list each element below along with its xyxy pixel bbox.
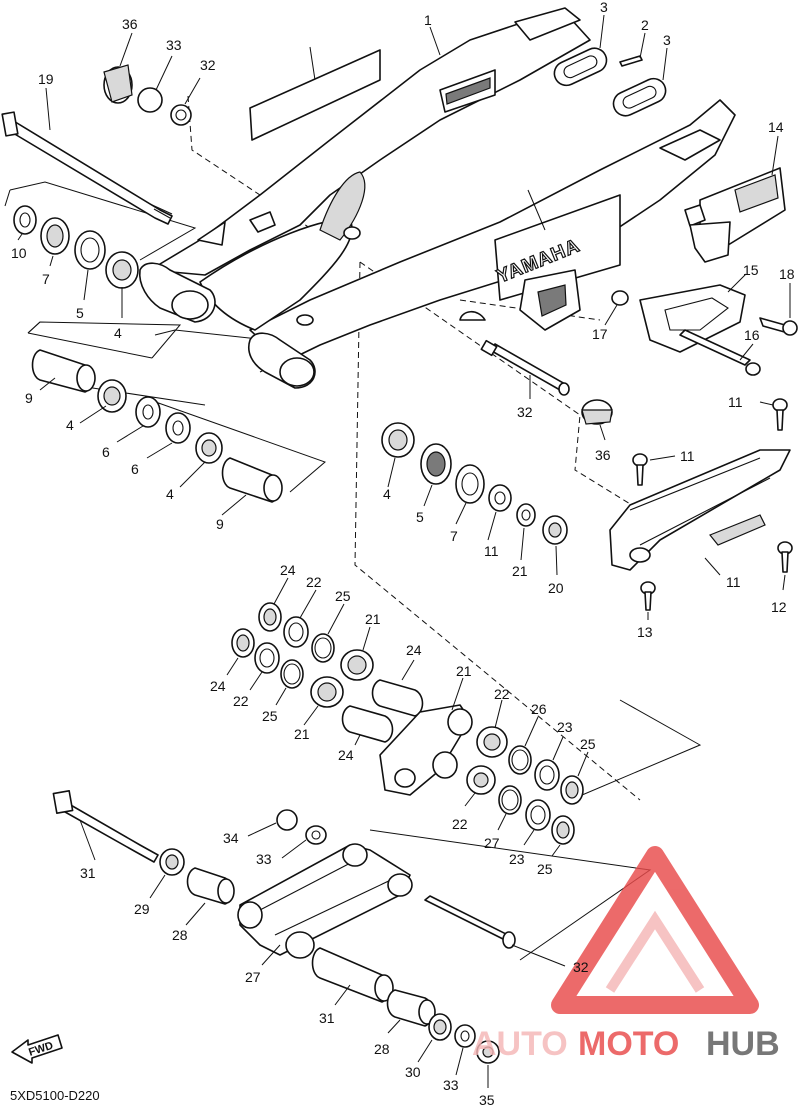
callout-24-right: 25 (580, 736, 596, 752)
bearing-stack-right (381, 422, 568, 545)
watermark-hub: HUB (706, 1025, 780, 1063)
chain-guide (684, 167, 786, 263)
callout-33-top: 33 (166, 37, 182, 53)
bearing-stack-lower-left (31, 349, 283, 503)
callout-4-lower: 4 (166, 486, 174, 502)
callout-18: 20 (548, 580, 564, 596)
watermark-auto: AUTO (472, 1025, 568, 1063)
callout-24-lower: 25 (537, 861, 553, 877)
callout-31-lower: 32 (573, 959, 589, 975)
callout-21-right: 22 (494, 686, 510, 702)
callout-19: 21 (512, 563, 528, 579)
callout-7-left: 7 (42, 271, 50, 287)
callout-28-left: 29 (134, 901, 150, 917)
callout-21-left: 21 (294, 726, 310, 742)
fwd-label: FWD (27, 1040, 55, 1059)
callout-6-upper: 6 (102, 444, 110, 460)
callout-7-right: 7 (450, 528, 458, 544)
relay-arm-group (231, 602, 584, 845)
callout-33-mid: 34 (223, 830, 239, 846)
guide-plate-and-bolts (611, 284, 798, 376)
callout-31-upper: 32 (517, 404, 533, 420)
callout-29: 31 (319, 1010, 335, 1026)
callout-1: 1 (424, 12, 432, 28)
callout-32-bottom: 33 (443, 1077, 459, 1093)
callout-5-left: 5 (76, 305, 84, 321)
chain-slider (609, 398, 793, 611)
callout-25-lower: 27 (484, 835, 500, 851)
callout-5-right: 5 (416, 509, 424, 525)
callout-23-lower: 24 (338, 747, 354, 763)
callout-8-lower: 9 (216, 516, 224, 532)
forward-arrow-icon: FWD (11, 1034, 63, 1064)
callout-15: 17 (592, 326, 608, 342)
callout-35: 36 (122, 16, 138, 32)
callout-3-upper: 3 (600, 0, 608, 15)
diagram-code: 5XD5100-D220 (10, 1088, 100, 1103)
callout-26: 27 (245, 969, 261, 985)
callout-4-mid-left: 4 (66, 417, 74, 433)
callout-25-upper: 25 (335, 588, 351, 604)
callout-16: 18 (779, 266, 795, 282)
automotohub-watermark-logo: AUTO MOTO HUB (472, 846, 780, 1063)
callout-22-left: 22 (233, 693, 249, 709)
watermark-moto: MOTO (578, 1025, 679, 1063)
callout-25-left: 25 (262, 708, 278, 724)
callout-27-left: 28 (172, 927, 188, 943)
callout-4-right: 4 (383, 486, 391, 502)
callout-22-right: 23 (557, 719, 573, 735)
callout-24-left: 24 (210, 678, 226, 694)
callout-11-right: 12 (771, 599, 787, 615)
callout-17: 19 (38, 71, 54, 87)
callout-10: 11 (726, 574, 741, 590)
callout-6-lower: 6 (131, 461, 139, 477)
callout-32-top: 32 (200, 57, 216, 73)
callout-3-right: 3 (663, 32, 671, 48)
callout-11-bottom: 13 (637, 624, 653, 640)
callout-28-lower: 30 (405, 1064, 421, 1080)
callout-34: 36 (595, 447, 611, 463)
callout-12: 14 (768, 119, 784, 135)
callout-33-bottom: 35 (479, 1092, 495, 1107)
callout-9-left: 10 (11, 245, 27, 261)
decal-36 (249, 49, 381, 141)
callout-27-lower: 28 (374, 1041, 390, 1057)
callout-9-right: 11 (484, 543, 499, 559)
swingarm: YAMAHA (138, 7, 736, 389)
callout-21-lower: 22 (452, 816, 468, 832)
callout-4-upper-left: 4 (114, 325, 122, 341)
top-collar-parts (103, 64, 192, 126)
callout-22-lower: 23 (509, 851, 525, 867)
callout-11-top: 11 (728, 394, 743, 410)
callout-8-left: 9 (25, 390, 33, 406)
callout-20: 21 (456, 663, 472, 679)
chain-adjuster-plates (553, 47, 667, 117)
connecting-rod-group (52, 789, 516, 1064)
callout-24-upper: 24 (280, 562, 296, 578)
callout-23-upper: 24 (406, 642, 422, 658)
callouts: 1 2 3 3 4 4 4 4 5 5 6 6 7 7 10 11 9 (11, 0, 795, 1107)
callout-2: 2 (641, 17, 649, 33)
callout-25-right: 26 (531, 701, 547, 717)
callout-21-upper: 21 (365, 611, 381, 627)
pivot-shaft (1, 111, 173, 225)
bearing-stack-upper-left (13, 205, 139, 289)
callout-14: 16 (744, 327, 760, 343)
callout-13: 15 (743, 262, 759, 278)
callout-22-upper: 22 (306, 574, 322, 590)
upper-bolt-and-plug (480, 339, 613, 425)
callout-32-mid: 33 (256, 851, 272, 867)
callout-11-mid: 11 (680, 448, 695, 464)
callout-30: 31 (80, 865, 96, 881)
